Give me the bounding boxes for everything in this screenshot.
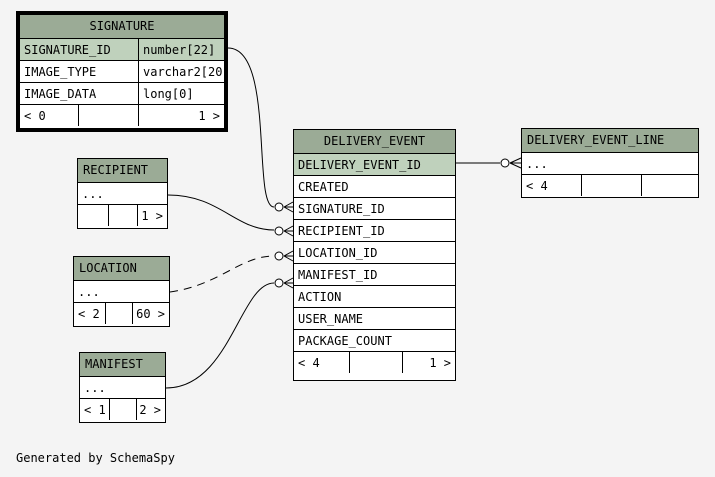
column-row[interactable]: SIGNATURE_ID number[22]	[20, 38, 224, 60]
column-row[interactable]: USER_NAME	[294, 307, 455, 329]
column-name: USER_NAME	[298, 312, 364, 326]
recipient-crowfoot	[283, 225, 294, 237]
table-footer: < 2 60 >	[74, 302, 169, 324]
children-count[interactable]: 60 >	[132, 303, 169, 324]
column-row[interactable]: ...	[522, 152, 698, 174]
table-title: RECIPIENT	[78, 159, 167, 182]
table-footer: < 1 2 >	[80, 398, 165, 420]
table-title: SIGNATURE	[20, 15, 224, 38]
recipient-optional-marker	[274, 226, 284, 236]
footer-spacer	[641, 175, 698, 196]
generator-credit: Generated by SchemaSpy	[16, 451, 175, 465]
more-columns: ...	[526, 157, 548, 171]
delivery-event-table[interactable]: DELIVERY_EVENT DELIVERY_EVENT_ID CREATED…	[293, 129, 456, 381]
delivery-event-line-optional-marker	[500, 158, 510, 168]
delivery-event-line-crowfoot	[509, 157, 522, 169]
table-footer: < 4 1 >	[294, 351, 455, 373]
location-table[interactable]: LOCATION ... < 2 60 >	[73, 256, 170, 327]
table-title: DELIVERY_EVENT_LINE	[522, 129, 698, 152]
footer-spacer	[78, 105, 138, 126]
footer-spacer	[109, 399, 136, 420]
column-row[interactable]: SIGNATURE_ID	[294, 197, 455, 219]
column-name: IMAGE_DATA	[24, 87, 97, 101]
location-optional-marker	[274, 251, 284, 261]
column-row[interactable]: PACKAGE_COUNT	[294, 329, 455, 351]
parents-count[interactable]: < 1	[84, 403, 106, 417]
table-title: MANIFEST	[80, 353, 165, 376]
recipient-relationship-line	[167, 194, 275, 231]
column-type: number[22]	[138, 39, 224, 60]
parents-count[interactable]: < 0	[24, 109, 46, 123]
manifest-crowfoot	[283, 277, 294, 289]
location-crowfoot	[283, 250, 294, 262]
location-relationship-line	[169, 255, 275, 293]
column-row[interactable]: IMAGE_TYPE varchar2[20	[20, 60, 224, 82]
children-count[interactable]: 1 >	[402, 352, 455, 373]
column-row[interactable]: RECIPIENT_ID	[294, 219, 455, 241]
delivery-event-line-table[interactable]: DELIVERY_EVENT_LINE ... < 4	[521, 128, 699, 198]
column-name: LOCATION_ID	[298, 246, 378, 260]
signature-relationship-line	[227, 47, 275, 208]
footer-spacer	[581, 175, 641, 196]
column-name: RECIPIENT_ID	[298, 224, 385, 238]
parents-count[interactable]: < 2	[78, 307, 100, 321]
column-row[interactable]: IMAGE_DATA long[0]	[20, 82, 224, 104]
footer-spacer	[108, 205, 137, 226]
children-count[interactable]: 2 >	[136, 399, 165, 420]
column-name: PACKAGE_COUNT	[298, 334, 392, 348]
table-footer: 1 >	[78, 204, 167, 226]
manifest-optional-marker	[274, 278, 284, 288]
more-columns: ...	[84, 381, 106, 395]
column-name: SIGNATURE_ID	[24, 43, 111, 57]
column-name: SIGNATURE_ID	[298, 202, 385, 216]
manifest-table[interactable]: MANIFEST ... < 1 2 >	[79, 352, 166, 423]
footer-spacer	[105, 303, 132, 324]
column-row[interactable]: MANIFEST_ID	[294, 263, 455, 285]
parents-count[interactable]: < 4	[298, 356, 320, 370]
signature-crowfoot	[283, 201, 294, 213]
table-title: DELIVERY_EVENT	[294, 130, 455, 153]
recipient-table[interactable]: RECIPIENT ... 1 >	[77, 158, 168, 229]
manifest-relationship-line	[165, 282, 275, 389]
footer-spacer	[349, 352, 402, 373]
children-count[interactable]: 1 >	[138, 105, 224, 126]
column-row[interactable]: ACTION	[294, 285, 455, 307]
column-name: MANIFEST_ID	[298, 268, 378, 282]
column-row[interactable]: DELIVERY_EVENT_ID	[294, 153, 455, 175]
footer-left	[78, 205, 108, 226]
more-columns: ...	[82, 187, 104, 201]
signature-table[interactable]: SIGNATURE SIGNATURE_ID number[22] IMAGE_…	[16, 11, 228, 132]
children-count[interactable]: 1 >	[137, 205, 167, 226]
column-type: long[0]	[138, 83, 224, 104]
column-name: DELIVERY_EVENT_ID	[298, 158, 421, 172]
parents-count[interactable]: < 4	[526, 179, 548, 193]
column-name: CREATED	[298, 180, 349, 194]
column-name: IMAGE_TYPE	[24, 65, 97, 79]
signature-optional-marker	[274, 202, 284, 212]
column-row[interactable]: CREATED	[294, 175, 455, 197]
column-row[interactable]: ...	[80, 376, 165, 398]
column-name: ACTION	[298, 290, 342, 304]
table-footer: < 0 1 >	[20, 104, 224, 126]
more-columns: ...	[78, 285, 100, 299]
column-row[interactable]: LOCATION_ID	[294, 241, 455, 263]
table-title: LOCATION	[74, 257, 169, 280]
column-type: varchar2[20	[138, 61, 224, 82]
table-footer: < 4	[522, 174, 698, 196]
column-row[interactable]: ...	[78, 182, 167, 204]
column-row[interactable]: ...	[74, 280, 169, 302]
